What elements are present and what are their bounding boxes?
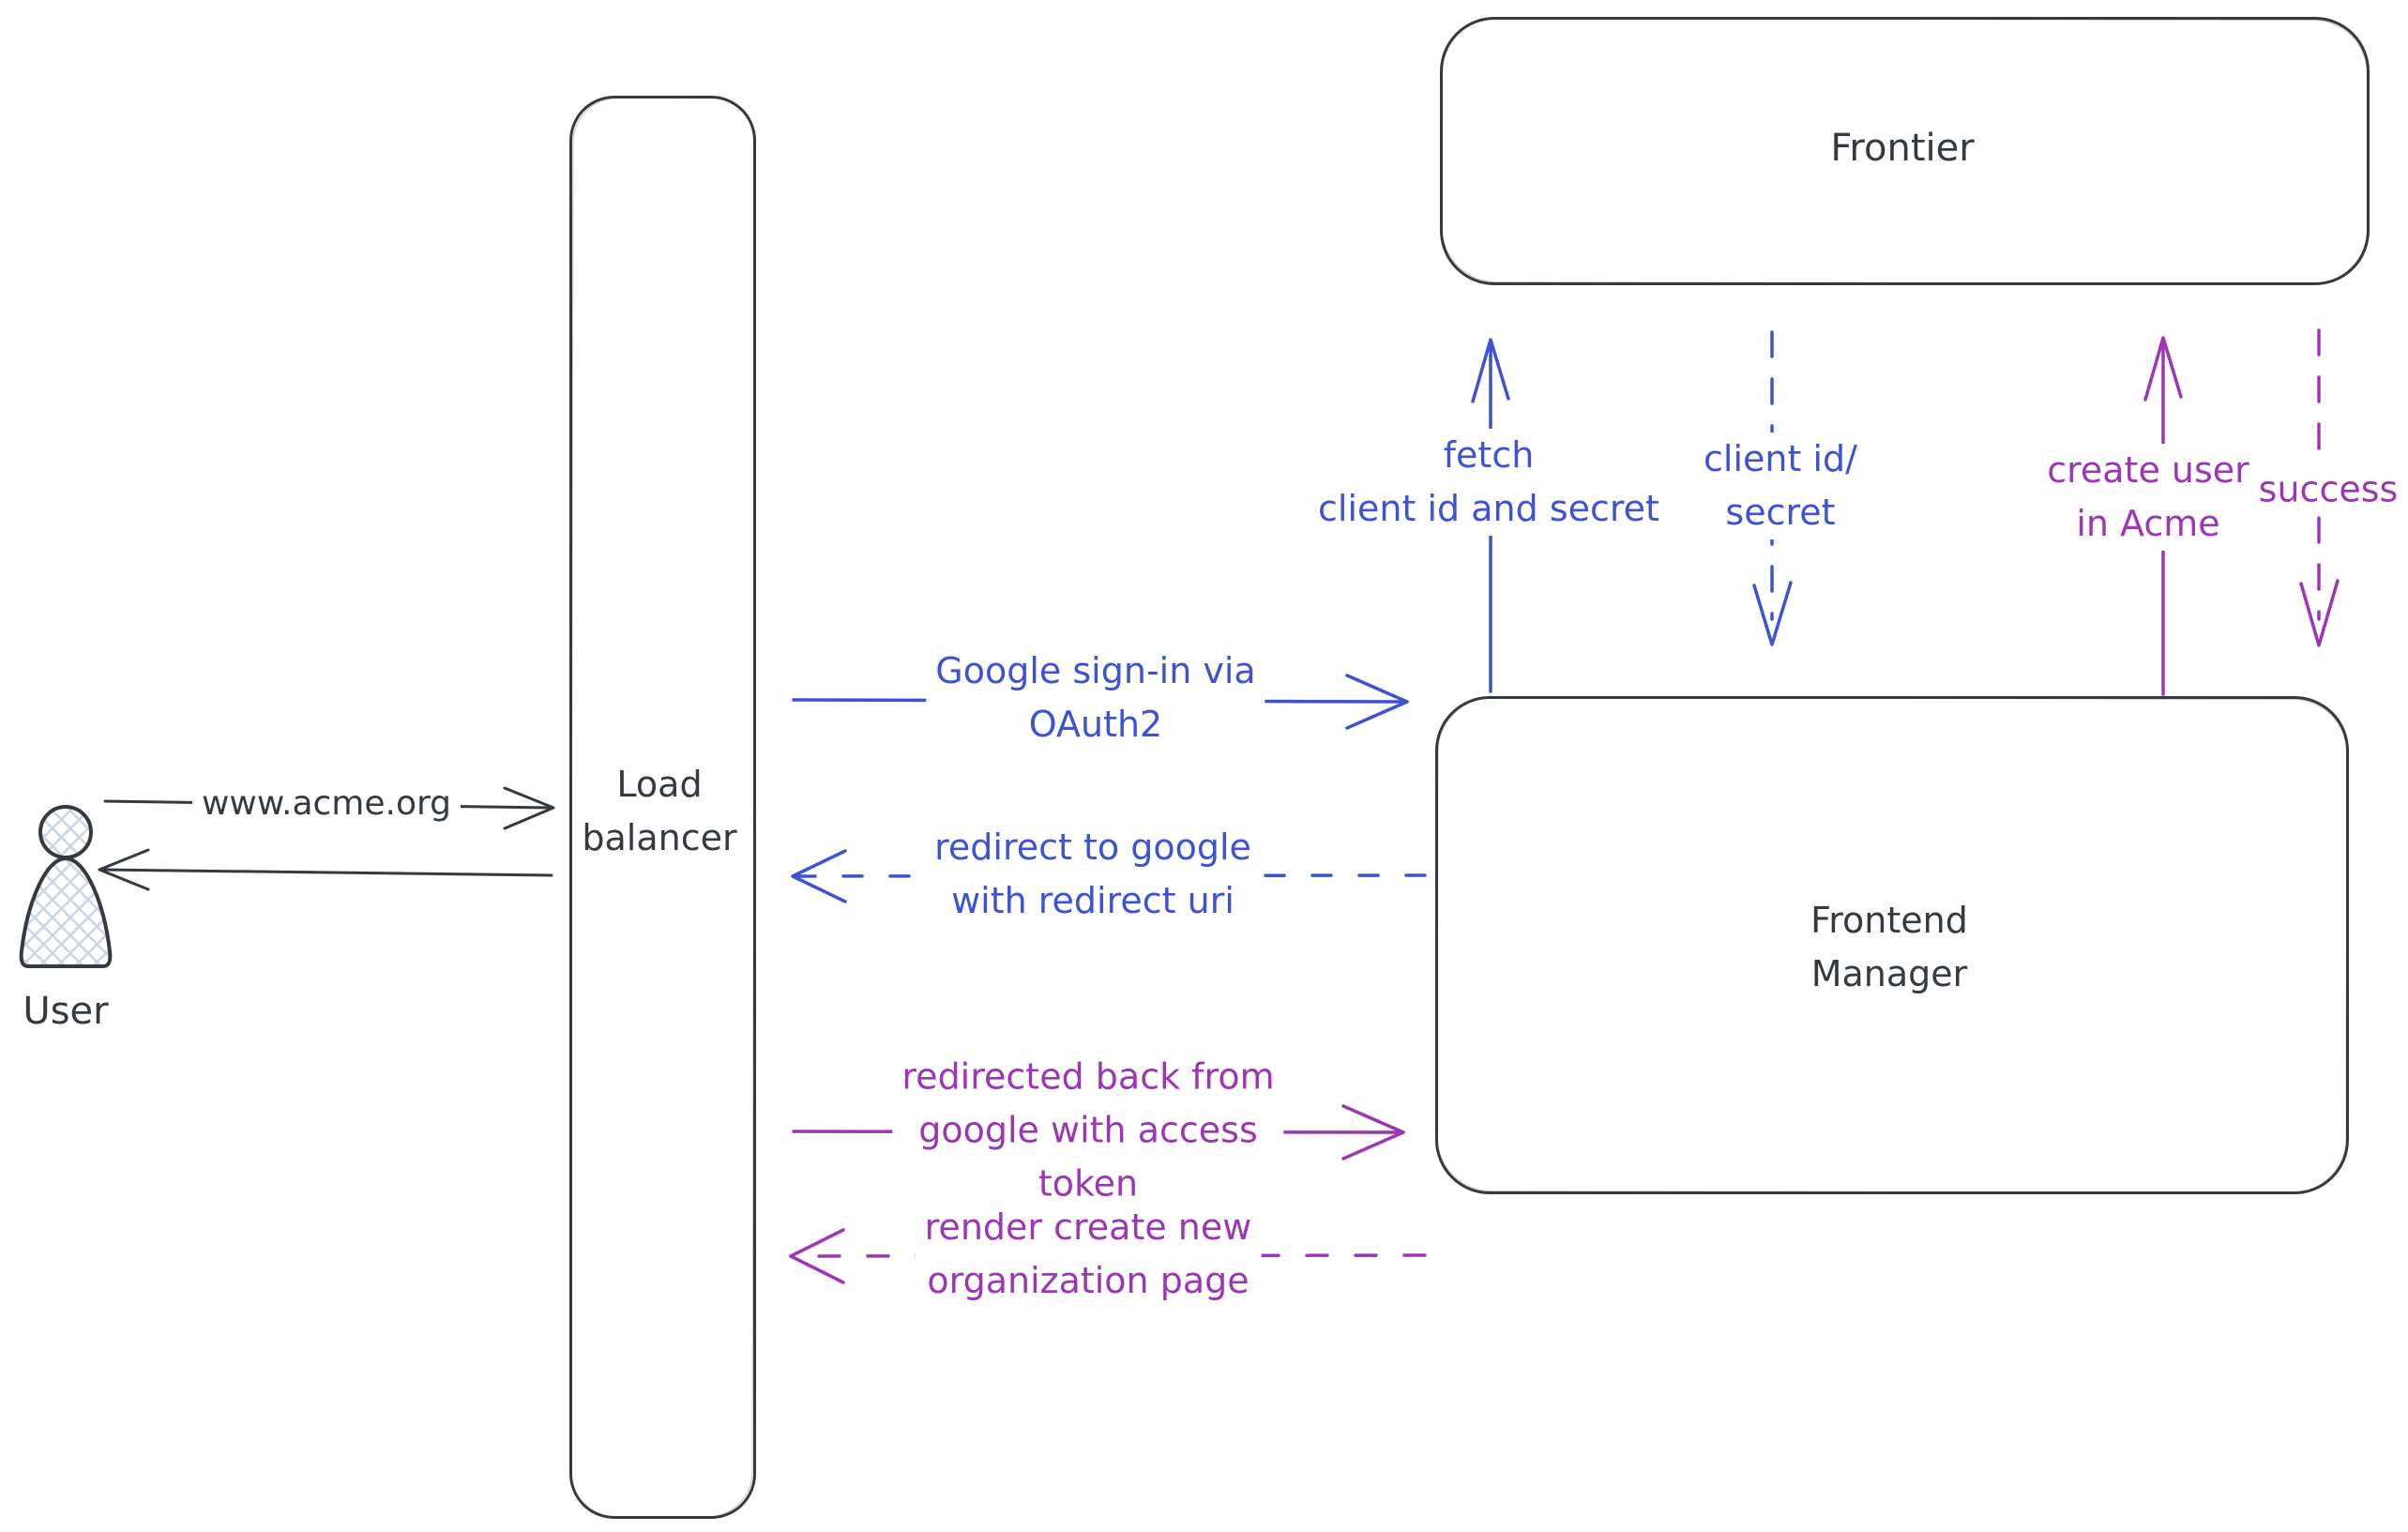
redirected-back-label: redirected back from google with access … <box>892 1050 1284 1211</box>
user-icon <box>19 805 113 968</box>
frontend-manager-label: Frontend Manager <box>1810 900 1968 994</box>
user-label: User <box>23 990 109 1033</box>
load-balancer-box <box>569 96 756 1519</box>
www-acme-label: www.acme.org <box>191 779 462 829</box>
google-signin-label: Google sign-in via OAuth2 <box>926 645 1265 751</box>
arrow-response-to-user <box>98 848 553 891</box>
create-user-label: create user in Acme <box>2037 444 2259 551</box>
fetch-client-label: fetch client id and secret <box>1309 429 1669 536</box>
arrow-redirect-to-google <box>791 849 1427 903</box>
render-create-label: render create new organization page <box>915 1201 1262 1308</box>
success-label: success <box>2249 463 2408 517</box>
frontier-box <box>1440 17 2370 285</box>
frontier-label: Frontier <box>1830 127 1975 170</box>
redirect-to-google-label: redirect to google with redirect uri <box>925 821 1261 928</box>
load-balancer-label: Load balancer <box>582 764 737 858</box>
frontend-manager-box <box>1435 696 2349 1194</box>
client-id-secret-label: client id/ secret <box>1694 432 1867 539</box>
